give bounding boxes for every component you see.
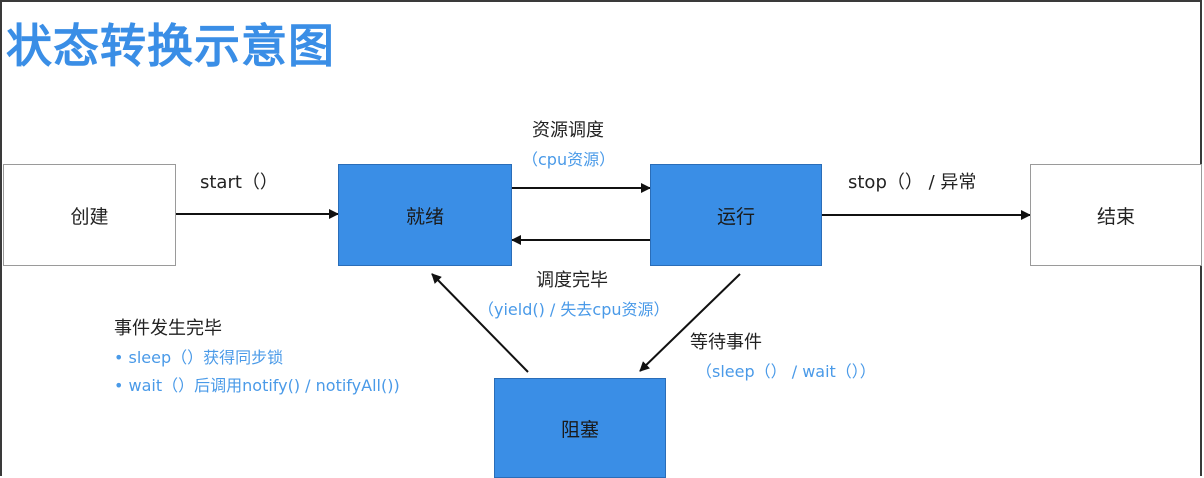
label-schedule-detail: （cpu资源） [522, 150, 616, 169]
arrow-running-to-blocked [639, 273, 741, 372]
state-blocked: 阻塞 [494, 378, 666, 478]
label-event-item-2: • wait（）后调用notify() / notifyAll()) [114, 376, 400, 395]
label-start: start（） [200, 172, 278, 193]
label-wait: 等待事件 [690, 332, 762, 353]
state-running: 运行 [650, 164, 822, 266]
label-schedule: 资源调度 [532, 120, 604, 141]
label-event-done: 事件发生完毕 [114, 318, 222, 339]
diagram-title: 状态转换示意图 [6, 19, 335, 73]
label-wait-detail: （sleep（） / wait（）） [696, 362, 876, 381]
label-complete: 调度完毕 [536, 270, 608, 291]
arrow-blocked-to-ready [431, 273, 529, 373]
state-create: 创建 [3, 164, 176, 266]
state-end: 结束 [1030, 164, 1202, 266]
label-event-item-1: • sleep（）获得同步锁 [114, 348, 284, 367]
label-stop: stop（） / 异常 [848, 172, 977, 193]
label-complete-detail: （yield() / 失去cpu资源） [478, 300, 670, 319]
state-ready: 就绪 [338, 164, 512, 266]
